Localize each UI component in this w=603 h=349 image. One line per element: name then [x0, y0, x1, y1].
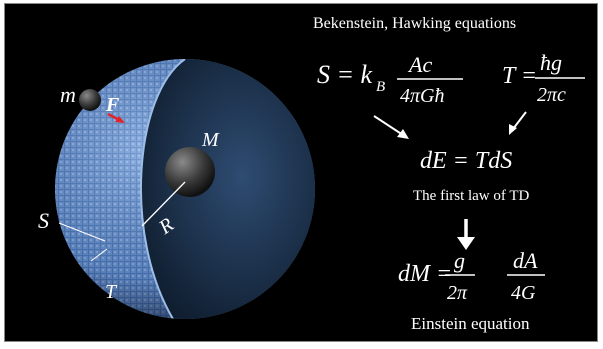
temperature-pointer-line [90, 248, 108, 262]
first-law-equation: dE = TdS [420, 148, 512, 174]
arrow-from-entropy [373, 115, 404, 136]
first-law-caption: The first law of TD [413, 188, 530, 204]
arrow-from-entropy-head [397, 129, 409, 139]
einstein-equation: dM = g 2π dA 4G [398, 248, 545, 304]
label-S: S [38, 208, 49, 233]
test-mass-ball [79, 89, 101, 111]
einstein-lhs: dM = [398, 261, 452, 287]
radius-line [141, 181, 186, 227]
label-m: m [60, 82, 76, 107]
holographic-sphere-diagram: m F M R S T Bekenstein, Hawking equation… [38, 15, 585, 333]
force-arrowhead [115, 116, 125, 123]
cutaway-edge [139, 59, 186, 319]
einstein-denominator-1: 2π [447, 282, 468, 304]
temperature-equation: T = ħg 2πc [502, 50, 585, 106]
temperature-denominator: 2πc [537, 84, 566, 106]
label-F: F [105, 94, 120, 116]
sphere-interior [140, 59, 315, 319]
entropy-lhs: S = k [317, 60, 373, 89]
diagram-frame: m F M R S T Bekenstein, Hawking equation… [4, 3, 598, 342]
central-mass-ball [165, 147, 215, 197]
einstein-denominator-2: 4G [511, 282, 536, 304]
entropy-numerator: Ac [407, 52, 432, 77]
einstein-numerator-2: dA [513, 248, 538, 273]
label-M: M [201, 129, 220, 151]
temperature-lhs: T = [502, 63, 537, 89]
temperature-numerator: ħg [540, 50, 562, 75]
einstein-caption: Einstein equation [411, 314, 530, 333]
arrow-from-temperature [512, 111, 527, 130]
down-arrow-head [457, 237, 475, 250]
einstein-numerator-1: g [454, 248, 465, 273]
entropy-equation: S = k B Ac 4πGħ [317, 52, 463, 107]
entropy-denominator: 4πGħ [400, 85, 444, 107]
arrow-from-temperature-head [509, 124, 517, 135]
page-title: Bekenstein, Hawking equations [313, 15, 516, 32]
entropy-subscript: B [376, 79, 385, 95]
label-T: T [105, 281, 118, 303]
surface-pointer-line [58, 222, 106, 242]
